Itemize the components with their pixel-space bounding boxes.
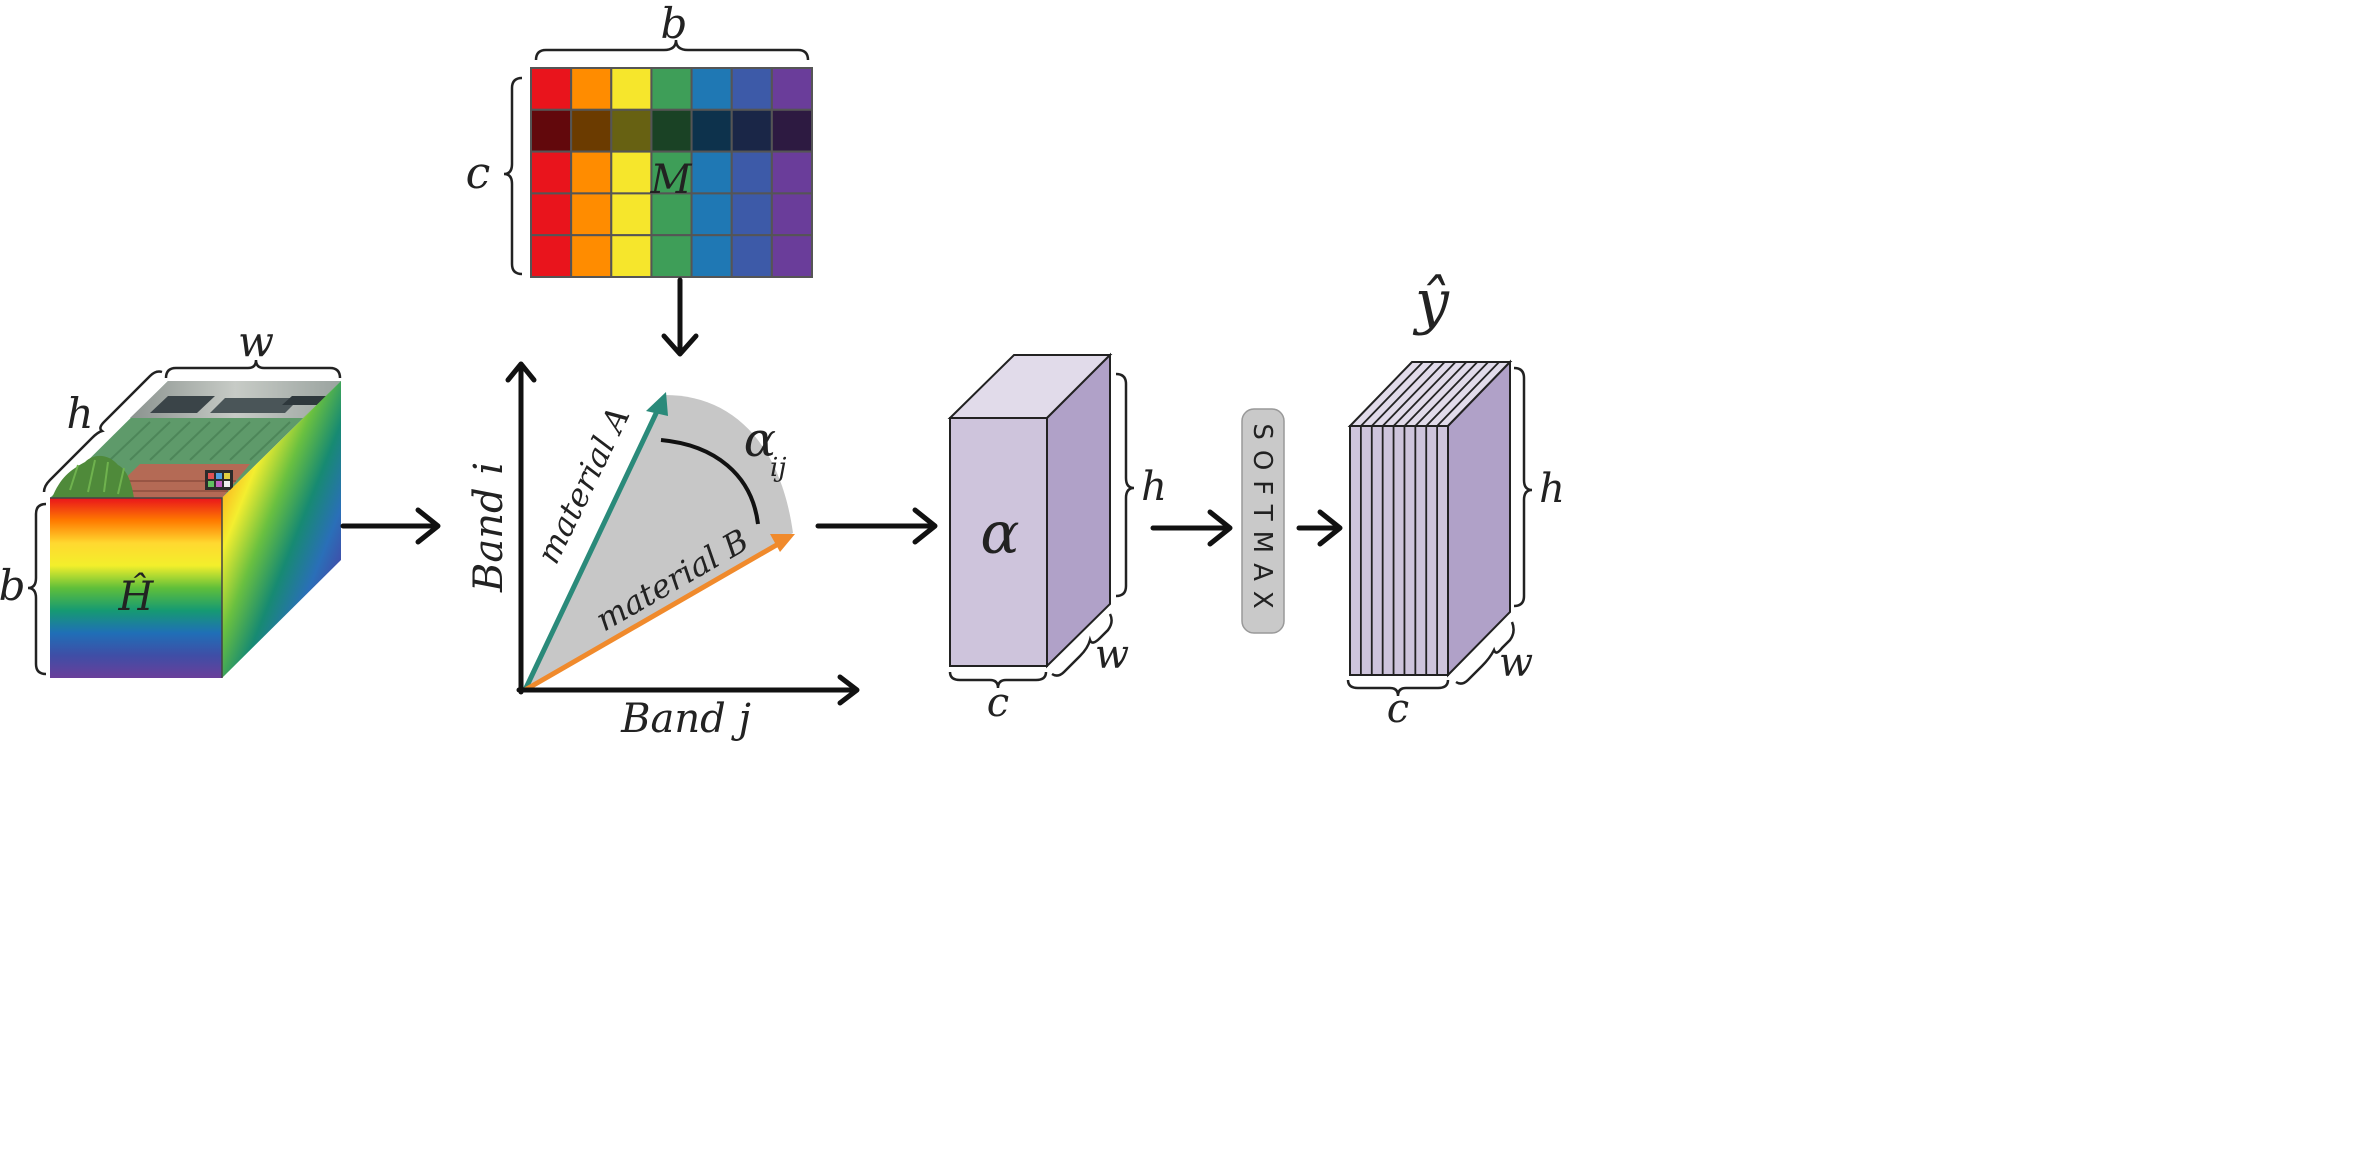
matrix-cell — [570, 150, 613, 195]
matrix-cell — [610, 108, 653, 153]
alpha-symbol: α — [980, 499, 1019, 567]
matrix-cell — [730, 192, 773, 237]
alpha-dim-h: h — [1141, 464, 1167, 510]
arrow-softmax-to-output — [1296, 509, 1343, 547]
matrix-cell — [770, 234, 813, 278]
arrow-plot-to-alpha — [815, 507, 938, 545]
alpha-front-face — [949, 417, 1048, 667]
matrix-cell — [690, 234, 733, 278]
matrix-cell — [610, 234, 653, 278]
input-cube: Ĥ h w b — [0, 317, 342, 678]
matrix-cell — [770, 108, 813, 153]
matrix-cell — [530, 234, 573, 278]
cube-dim-h: h — [66, 389, 93, 438]
cube-symbol: Ĥ — [118, 573, 155, 620]
cube-top-image — [50, 381, 341, 498]
cube-front-face — [50, 498, 222, 678]
alpha-dim-c: c — [987, 680, 1009, 726]
matrix-cell — [610, 67, 653, 111]
angle-symbol: α — [744, 412, 776, 468]
arrow-cube-to-plot — [340, 507, 441, 545]
spectral-angle-plot: α ij material A material B Band i Band j — [466, 361, 860, 742]
output-dim-c: c — [1387, 686, 1409, 732]
angle-wedge — [525, 395, 793, 690]
vector-material-b — [523, 534, 795, 693]
output-slice-top-line — [1382, 361, 1446, 427]
matrix-dim-b: b — [661, 0, 688, 48]
matrix-m: M b c — [466, 0, 813, 278]
matrix-cell — [770, 192, 813, 237]
output-slice-top-line — [1392, 361, 1457, 427]
cube-dim-b: b — [0, 561, 25, 610]
output-slices — [1359, 361, 1500, 675]
output-slice-top-line — [1414, 361, 1478, 427]
output-slice-top-line — [1360, 361, 1424, 427]
angle-arc — [660, 438, 760, 525]
matrix-cell — [610, 150, 653, 195]
matrix-cell — [650, 234, 693, 278]
output-slice-top-line — [1425, 361, 1489, 427]
matrix-cell — [530, 67, 573, 111]
alpha-block: α h w c — [947, 352, 1167, 726]
y-axis-label: Band i — [466, 462, 512, 593]
angle-subscript: ij — [770, 453, 786, 483]
matrix-cell — [650, 150, 693, 195]
softmax-box: SOFTMAX — [1241, 408, 1285, 634]
matrix-cell — [730, 67, 773, 111]
softmax-label: SOFTMAX — [1247, 423, 1277, 618]
output-dim-h: h — [1539, 466, 1565, 512]
matrix-cell — [690, 150, 733, 195]
matrix-cell — [690, 192, 733, 237]
alpha-dim-w: w — [1095, 632, 1129, 678]
matrix-cell — [770, 67, 813, 111]
matrix-cell — [530, 150, 573, 195]
matrix-cell — [730, 108, 773, 153]
output-dim-w: w — [1499, 640, 1533, 686]
matrix-symbol: M — [650, 157, 693, 203]
x-axis-label: Band j — [620, 696, 751, 742]
matrix-dim-c: c — [466, 148, 491, 199]
matrix-cell — [690, 108, 733, 153]
matrix-cell — [730, 150, 773, 195]
matrix-cell — [570, 234, 613, 278]
matrix-cell — [730, 234, 773, 278]
matrix-cell — [530, 108, 573, 153]
matrix-cell — [690, 67, 733, 111]
matrix-cell — [530, 192, 573, 237]
matrix-cell — [610, 192, 653, 237]
matrix-cell — [570, 192, 613, 237]
output-block: ŷ h w c — [1346, 267, 1565, 732]
matrix-cell — [570, 67, 613, 111]
matrix-cell — [650, 67, 693, 111]
matrix-cells — [530, 67, 813, 278]
vector-material-a — [522, 392, 668, 692]
output-symbol: ŷ — [1412, 267, 1450, 337]
output-slice-top-line — [1403, 361, 1468, 427]
output-slice-top-line — [1436, 361, 1500, 427]
matrix-cell — [570, 108, 613, 153]
arrow-matrix-to-plot — [661, 277, 699, 357]
output-slice-top-line — [1371, 361, 1435, 427]
output-front-face — [1349, 425, 1449, 676]
cube-side-face — [222, 381, 341, 678]
matrix-cell — [770, 150, 813, 195]
cube-dim-w: w — [238, 317, 274, 366]
arrow-alpha-to-softmax — [1150, 509, 1233, 547]
matrix-cell — [650, 108, 693, 153]
